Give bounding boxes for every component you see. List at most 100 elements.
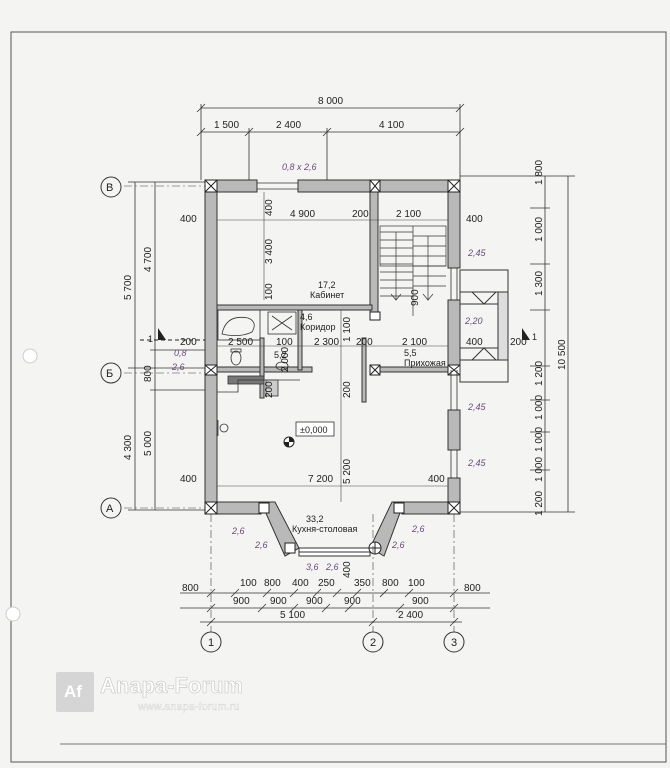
watermark-url: www.anapa-forum.ru	[137, 701, 240, 713]
dim-h5200: 5 200	[342, 459, 353, 484]
dim-2300: 2 300	[314, 337, 339, 348]
dim-400-br: 400	[428, 474, 445, 485]
dim-200-m: 200	[356, 337, 373, 348]
dim-200-r: 200	[510, 337, 527, 348]
room-area-corridor: 4,6	[300, 312, 313, 322]
dim-h1100: 1 100	[342, 317, 353, 342]
dim-bottom-900a: 900	[233, 596, 250, 607]
hand-2-45-b: 2,45	[467, 402, 487, 412]
dim-bottom-250: 250	[318, 578, 335, 589]
section-mark-left: 1	[148, 334, 153, 344]
dim-left-5000: 5 000	[143, 431, 154, 456]
dim-top-seg2: 2 400	[276, 120, 301, 131]
dim-2100-m: 2 100	[402, 337, 427, 348]
forum-watermark: Af Anapa-Forum www.anapa-forum.ru	[56, 672, 243, 713]
dim-400-ml: 200	[180, 337, 197, 348]
dim-bottom-400: 400	[292, 578, 309, 589]
axis-bubbles	[100, 176, 465, 653]
axis-label-v: В	[106, 182, 113, 194]
dim-400-tl: 400	[180, 214, 197, 225]
axis-label-3: 3	[451, 637, 457, 649]
room-area-hall: 5,5	[404, 348, 417, 358]
watermark-logo: Af	[64, 682, 82, 701]
dim-right-1000d: 1 000	[534, 457, 545, 482]
room-area-study: 17,2	[318, 280, 336, 290]
dim-overall-width: 8 000	[318, 96, 343, 107]
dim-left-4700: 4 700	[143, 247, 154, 272]
level-marker	[283, 421, 335, 448]
hand-2-20: 2,20	[464, 316, 483, 326]
hand-2-6-b: 2,6	[254, 540, 268, 550]
bay-columns	[258, 502, 405, 555]
windows	[257, 182, 458, 478]
dim-400-mr: 400	[466, 337, 483, 348]
room-name-hall: Прихожая	[404, 358, 446, 368]
staircase	[379, 225, 447, 316]
dim-left-5700: 5 700	[123, 275, 134, 300]
dim-right-1000c: 1 000	[534, 427, 545, 452]
section-marks	[140, 328, 530, 341]
dim-100-m: 100	[276, 337, 293, 348]
hand-2-6-a: 2,6	[231, 526, 245, 536]
binder-hole-bottom	[5, 606, 21, 622]
corner-columns	[204, 179, 461, 515]
room-area-kitchen: 33,2	[306, 514, 324, 524]
level-value: ±0,000	[300, 425, 327, 435]
dim-h2000: 2 000	[280, 347, 291, 372]
dim-left-800: 800	[143, 365, 154, 382]
axis-label-a: А	[106, 503, 114, 515]
dim-right-total: 10 500	[557, 339, 568, 370]
dim-bottom-800a: 800	[182, 583, 199, 594]
dim-bottom-900b: 900	[270, 596, 287, 607]
note-window-top: 0,8 x 2,6	[282, 162, 317, 172]
dim-right-1000a: 1 000	[534, 217, 545, 242]
dim-2100-t: 2 100	[396, 209, 421, 220]
kitchen-counter	[217, 379, 300, 436]
dim-bottom-100b: 100	[408, 578, 425, 589]
interior-dim-lines	[217, 192, 448, 502]
room-name-study: Кабинет	[310, 290, 344, 300]
dim-400-bl: 400	[180, 474, 197, 485]
hand-2-6-c: 2,6	[411, 524, 425, 534]
dim-2500: 2 500	[228, 337, 253, 348]
dim-h400: 400	[264, 199, 275, 216]
hand-2-45-c: 2,45	[467, 458, 487, 468]
dim-bottom-800d: 800	[464, 583, 481, 594]
hand-2-6-d: 2,6	[391, 540, 405, 550]
right-dimensions	[460, 175, 575, 513]
dim-right-1300: 1 300	[534, 271, 545, 296]
axis-label-1: 1	[208, 637, 214, 649]
hand-2-45-a: 2,45	[467, 248, 487, 258]
dim-h100: 100	[264, 283, 275, 300]
hand-3-6: 3,6	[306, 562, 319, 572]
dim-h200-k: 200	[264, 381, 275, 398]
dim-right-1000b: 1 000	[534, 395, 545, 420]
dim-bottom-900e: 900	[412, 596, 429, 607]
dim-200-t: 200	[352, 209, 369, 220]
dim-bottom-800b: 800	[264, 578, 281, 589]
top-dimensions	[196, 103, 465, 180]
dim-top-seg3: 4 100	[379, 120, 404, 131]
porch	[459, 269, 509, 383]
dim-left-4300: 4 300	[123, 435, 134, 460]
hand-2-6-e: 2,6	[325, 562, 339, 572]
left-dimensions	[128, 181, 205, 511]
dim-bottom-900d: 900	[344, 596, 361, 607]
dim-h400-b: 400	[342, 561, 353, 578]
dim-bottom-800c: 800	[382, 578, 399, 589]
axis-label-b: Б	[106, 368, 113, 380]
axis-lines	[124, 185, 455, 632]
section-mark-right: 1	[532, 332, 537, 342]
bathtub	[217, 309, 261, 341]
dim-7200: 7 200	[308, 474, 333, 485]
dim-bottom-5100: 5 100	[280, 610, 305, 621]
dim-right-1200b: 1 200	[534, 491, 545, 516]
bottom-dimension-lines	[180, 588, 490, 627]
room-area-bath: 5,2	[274, 350, 287, 360]
watermark-logo-box	[56, 672, 94, 712]
dim-right-1200a: 1 200	[534, 361, 545, 386]
dim-h3400: 3 400	[264, 239, 275, 264]
dim-h200-b: 200	[342, 381, 353, 398]
dim-4900: 4 900	[290, 209, 315, 220]
